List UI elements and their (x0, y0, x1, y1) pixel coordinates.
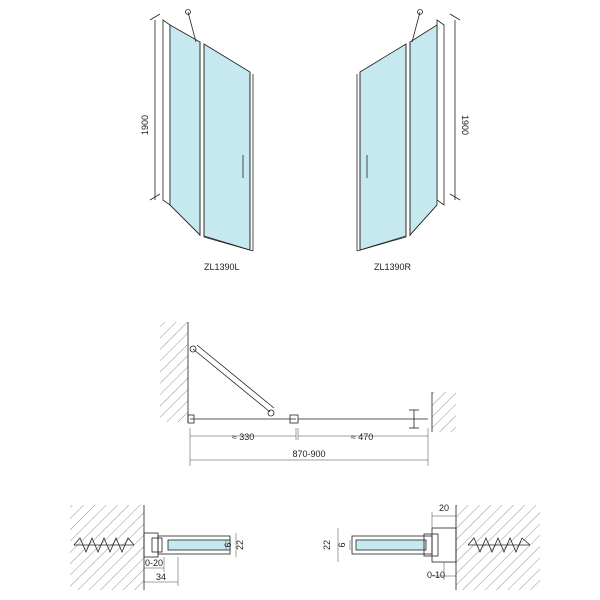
dim-total-width: 870-900 (292, 449, 325, 459)
profile-left-depth: 34 (156, 572, 166, 582)
model-label-right: ZL1390R (374, 262, 412, 272)
profile-left-adjust: 0-20 (145, 558, 163, 568)
fixed-glass-panel-right (409, 24, 438, 237)
door-right-elevation (356, 9, 461, 252)
door-left-elevation (149, 9, 254, 252)
profile-right-adjust: 0-10 (427, 570, 445, 580)
model-label-left: ZL1390L (204, 262, 240, 272)
door-glass-panel (203, 43, 251, 251)
profile-detail-right (337, 505, 540, 590)
profile-left-glass: 6 (223, 542, 233, 547)
height-label-left: 1900 (140, 115, 150, 135)
dim-door-panel: ≈ 470 (351, 432, 373, 442)
door-glass-panel-right (359, 43, 407, 251)
fixed-glass-panel (169, 24, 201, 236)
top-view (160, 322, 456, 466)
height-label-right: 1900 (460, 115, 470, 135)
profile-left-height: 22 (235, 540, 245, 550)
dim-fixed-panel: ≈ 330 (232, 432, 254, 442)
profile-right-top: 20 (439, 503, 449, 513)
profile-right-glass: 6 (337, 542, 347, 547)
profile-right-height: 22 (322, 540, 332, 550)
profile-detail-left (70, 505, 237, 590)
